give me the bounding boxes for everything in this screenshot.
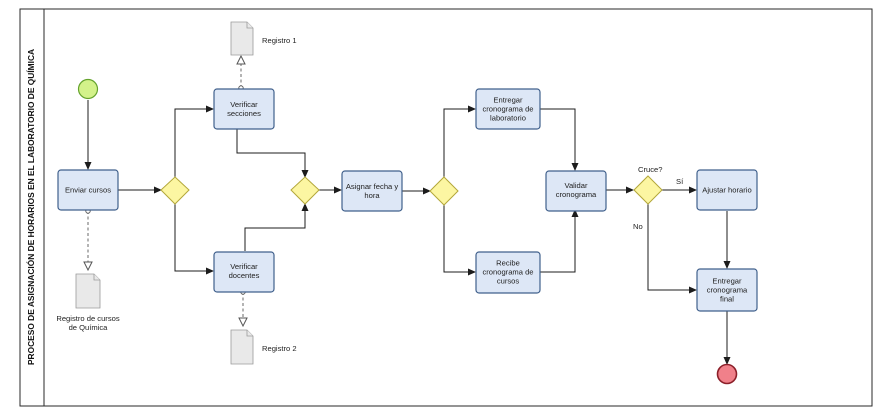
gateway-split-delivery[interactable] [429, 176, 459, 206]
gateway-join-verification[interactable] [290, 176, 320, 205]
flow-docentes-to-gateway2 [244, 203, 309, 251]
document-registro-1[interactable] [230, 21, 254, 56]
flow-gateway1-to-docentes [174, 203, 214, 275]
gateway-no-label: No [633, 222, 643, 231]
data-associations [88, 56, 243, 326]
task-enviar-cursos-label: Enviar cursos [65, 186, 111, 195]
gateway-cruce-label: Cruce? [638, 165, 662, 174]
task-ajustar-horario-label: Ajustar horario [702, 186, 751, 195]
gateway-cruce[interactable] [633, 175, 663, 205]
gateway-si-label: Sí [676, 177, 684, 186]
flow-recibe-to-validar [540, 209, 579, 273]
flow-gateway4-no [647, 204, 697, 294]
start-event[interactable] [77, 78, 99, 100]
flow-gateway3-to-entregar-lab [443, 105, 476, 177]
document-registro-2-label: Registro 2 [262, 344, 297, 353]
flow-gateway1-to-secciones [174, 105, 214, 177]
end-event[interactable] [716, 363, 738, 385]
document-registro-1-label: Registro 1 [262, 36, 297, 45]
flow-entregar-lab-to-validar [540, 108, 579, 171]
document-registro-cursos-quimica[interactable] [75, 273, 101, 309]
task-ajustar-horario[interactable]: Ajustar horario [696, 169, 758, 211]
pool-title: PROCESO DE ASIGNACIÓN DE HORARIOS EN EL … [25, 49, 36, 365]
task-enviar-cursos[interactable]: Enviar cursos [57, 169, 119, 211]
document-registro-2[interactable] [230, 329, 254, 365]
flow-secciones-to-gateway2 [236, 129, 309, 178]
sequence-flows [84, 100, 731, 365]
gateway-split-verification[interactable] [160, 176, 190, 205]
flow-gateway3-to-recibe [443, 205, 476, 276]
